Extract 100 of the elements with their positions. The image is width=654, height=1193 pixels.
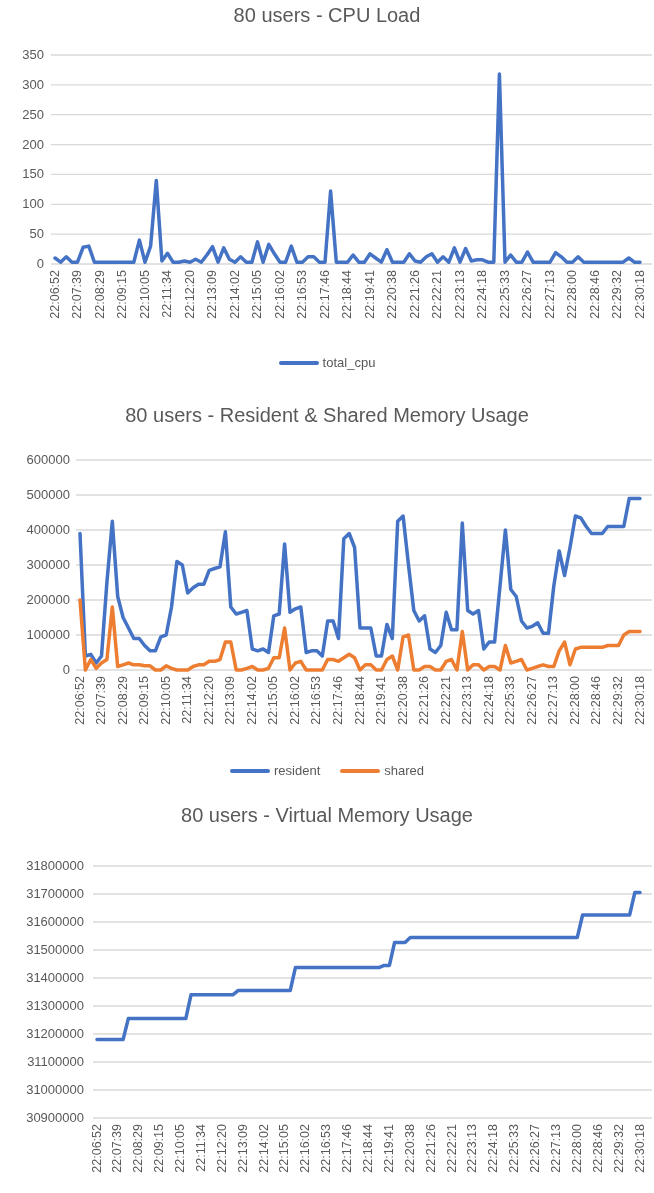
y-tick-label: 31500000 [26, 942, 84, 958]
x-tick-label: 22:13:09 [223, 676, 239, 725]
chart-title: 80 users - Resident & Shared Memory Usage [124, 403, 530, 428]
x-tick-label: 22:28:46 [590, 1124, 606, 1173]
x-tick-label: 22:16:53 [309, 676, 325, 725]
legend-label: shared [384, 762, 424, 780]
y-tick-label: 250 [22, 106, 44, 123]
y-tick-label: 150 [22, 166, 44, 183]
y-tick-label: 31000000 [26, 1082, 84, 1098]
y-tick-label: 300000 [26, 557, 70, 573]
x-tick-label: 22:11:34 [180, 676, 196, 724]
x-tick-label: 22:25:33 [497, 270, 513, 319]
x-tick-label: 22:28:00 [567, 676, 583, 725]
x-tick-label: 22:30:18 [632, 1124, 648, 1173]
x-tick-label: 22:20:38 [395, 676, 411, 725]
y-tick-label: 500000 [26, 487, 70, 503]
y-tick-label: 200 [22, 136, 44, 153]
x-tick-label: 22:26:27 [524, 676, 540, 725]
x-tick-label: 22:30:18 [632, 270, 648, 319]
x-tick-label: 22:09:15 [137, 676, 153, 725]
y-tick-label: 0 [62, 662, 70, 678]
x-tick-label: 22:24:18 [486, 1124, 502, 1173]
x-tick-label: 22:17:46 [330, 676, 346, 725]
y-tick-label: 350 [22, 47, 44, 63]
legend-label: resident [274, 762, 321, 780]
x-tick-label: 22:14:02 [227, 270, 243, 319]
x-tick-label: 22:27:13 [542, 270, 558, 319]
x-tick-label: 22:30:18 [632, 676, 648, 725]
x-tick-label: 22:24:18 [475, 270, 490, 319]
x-tick-label: 22:21:26 [423, 1124, 439, 1173]
y-tick-label: 31400000 [26, 970, 84, 986]
x-tick-label: 22:25:33 [503, 676, 519, 725]
x-tick-label: 22:24:18 [481, 676, 497, 725]
x-tick-label: 22:25:33 [507, 1124, 523, 1173]
x-tick-label: 22:29:32 [610, 676, 626, 725]
x-tick-label: 22:15:05 [277, 1124, 293, 1173]
x-tick-label: 22:28:00 [569, 1124, 585, 1173]
y-tick-label: 31100000 [27, 1054, 84, 1070]
x-tick-label: 22:23:13 [460, 676, 476, 725]
y-tick-label: 31600000 [26, 914, 84, 930]
x-tick-label: 22:28:46 [587, 270, 603, 319]
x-tick-label: 22:10:05 [158, 676, 174, 725]
x-tick-label: 22:28:46 [589, 676, 605, 725]
x-tick-label: 22:22:21 [430, 270, 445, 319]
x-tick-label: 22:10:05 [173, 1124, 189, 1173]
y-tick-label: 31200000 [26, 1026, 84, 1042]
x-tick-label: 22:18:44 [352, 676, 368, 725]
x-tick-label: 22:19:41 [381, 1124, 397, 1173]
x-tick-label: 22:17:46 [340, 1124, 356, 1173]
x-tick-label: 22:08:29 [115, 676, 131, 725]
x-tick-label: 22:16:02 [272, 270, 288, 319]
y-tick-label: 200000 [26, 592, 70, 608]
y-tick-label: 31700000 [26, 886, 84, 902]
x-tick-label: 22:17:46 [317, 270, 333, 319]
x-tick-label: 22:06:52 [89, 1124, 105, 1173]
x-tick-label: 22:18:44 [361, 1124, 376, 1173]
x-tick-label: 22:12:20 [201, 676, 217, 725]
chart-title: 80 users - CPU Load [232, 3, 422, 28]
x-tick-label: 22:23:13 [452, 270, 468, 319]
chart-title: 80 users - Virtual Memory Usage [180, 803, 474, 828]
x-tick-label: 22:07:39 [94, 676, 110, 725]
x-tick-label: 22:26:27 [528, 1124, 544, 1173]
x-tick-label: 22:27:13 [546, 676, 562, 725]
x-tick-label: 22:06:52 [72, 676, 88, 725]
x-tick-label: 22:21:26 [407, 270, 423, 319]
x-tick-label: 22:08:29 [131, 1124, 147, 1173]
x-tick-label: 22:14:02 [256, 1124, 272, 1173]
x-tick-label: 22:16:53 [295, 270, 310, 319]
x-tick-label: 22:22:21 [444, 1124, 460, 1173]
y-tick-label: 0 [36, 256, 44, 272]
x-tick-label: 22:16:02 [298, 1124, 314, 1173]
x-tick-label: 22:13:09 [235, 1124, 251, 1173]
x-tick-label: 22:19:41 [374, 676, 390, 725]
y-tick-label: 100 [22, 196, 44, 213]
y-tick-label: 400000 [26, 522, 70, 538]
y-tick-label: 31800000 [26, 858, 84, 874]
x-tick-label: 22:07:39 [70, 270, 85, 319]
y-tick-label: 100000 [26, 627, 70, 643]
x-tick-label: 22:21:26 [417, 676, 433, 725]
x-tick-label: 22:23:13 [465, 1124, 481, 1173]
x-tick-label: 22:20:38 [402, 1124, 418, 1173]
x-tick-label: 22:19:41 [362, 270, 378, 319]
x-tick-label: 22:15:05 [266, 676, 282, 725]
x-tick-label: 22:15:05 [250, 270, 265, 319]
x-tick-label: 22:12:20 [214, 1124, 230, 1173]
x-tick-label: 22:29:32 [610, 270, 625, 319]
y-tick-label: 50 [29, 226, 44, 243]
x-tick-label: 22:09:15 [152, 1124, 168, 1173]
x-tick-label: 22:11:34 [193, 1124, 209, 1172]
x-tick-label: 22:14:02 [244, 676, 260, 725]
legend-label: total_cpu [322, 354, 376, 372]
y-tick-label: 31300000 [26, 998, 84, 1014]
x-tick-label: 22:16:53 [319, 1124, 335, 1173]
x-tick-label: 22:09:15 [115, 270, 130, 319]
x-tick-label: 22:28:00 [565, 270, 580, 319]
y-tick-label: 30900000 [26, 1110, 84, 1126]
x-tick-label: 22:11:34 [160, 270, 175, 318]
x-tick-label: 22:07:39 [110, 1124, 126, 1173]
x-tick-label: 22:16:02 [287, 676, 303, 725]
x-tick-label: 22:18:44 [340, 270, 355, 319]
